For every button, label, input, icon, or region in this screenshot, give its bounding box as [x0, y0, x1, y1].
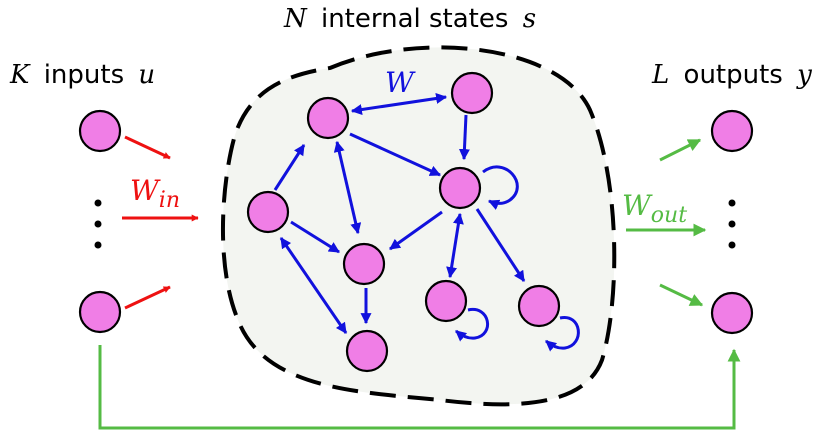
- self-loop-edge: [482, 165, 519, 210]
- internal-edge: [475, 208, 526, 282]
- output-arrow-top: [659, 138, 702, 162]
- internal-node: [306, 96, 350, 140]
- internal-edge: [273, 144, 306, 191]
- internal-edge: [349, 132, 442, 177]
- outputs-label: L outputs y: [651, 60, 812, 90]
- output-node: [710, 109, 754, 153]
- internal-edge: [458, 114, 470, 161]
- internal-edge: [333, 140, 362, 235]
- self-loop-edge: [545, 316, 580, 352]
- internal-edge: [389, 210, 443, 251]
- input-arrow-top: [124, 135, 171, 160]
- internal-edge: [279, 237, 348, 334]
- self-loop-edge: [455, 308, 490, 342]
- internal-node: [517, 284, 561, 328]
- internal-node: [450, 71, 494, 115]
- inputs-label: K inputs u: [9, 60, 155, 90]
- internal-node: [246, 190, 290, 234]
- input-node: [78, 109, 122, 153]
- title-label: N internal states s: [283, 4, 536, 34]
- w-out-label: Wout: [622, 189, 687, 228]
- input-node: [78, 290, 122, 334]
- internal-node: [345, 329, 389, 373]
- internal-edge: [350, 93, 448, 115]
- internal-node: [342, 242, 386, 286]
- feedback-arrow: [98, 345, 741, 430]
- output-arrow-bottom: [659, 283, 704, 307]
- w-in-label: Win: [130, 174, 180, 213]
- output-vertical-ellipsis-icon: [728, 199, 736, 249]
- internal-edge: [446, 212, 464, 279]
- output-node: [710, 291, 754, 335]
- input-vertical-ellipsis-icon: [94, 199, 102, 249]
- internal-node: [424, 279, 468, 323]
- input-arrow-bottom: [124, 285, 171, 310]
- internal-node: [438, 166, 482, 210]
- w-label: W: [385, 66, 416, 99]
